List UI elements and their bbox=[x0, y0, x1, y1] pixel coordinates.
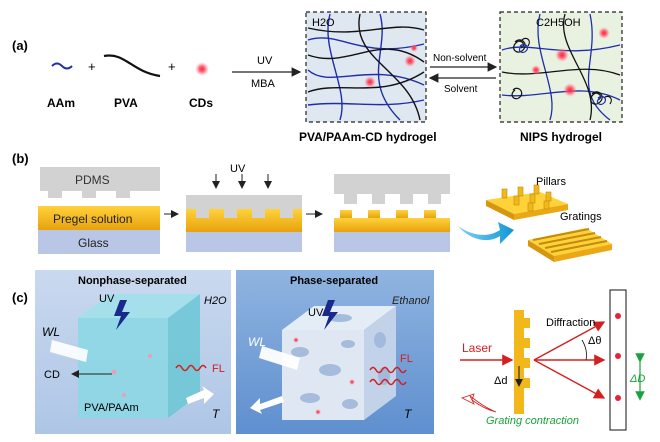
pillars-label: Pillars bbox=[536, 176, 566, 188]
glass-label: Glass bbox=[78, 236, 109, 250]
delta-D-label: ΔD bbox=[629, 373, 645, 385]
transfer-arrow bbox=[458, 222, 514, 244]
box1-caption: PVA/PAAm-CD hydrogel bbox=[299, 130, 437, 144]
panel-c-label: (c) bbox=[12, 290, 28, 305]
uv-bolt-icon-right bbox=[322, 300, 338, 330]
delta-d-label: Δd bbox=[494, 375, 507, 387]
uv-bolt-icon-left bbox=[114, 300, 130, 330]
transmission-arrow-right bbox=[250, 396, 284, 414]
reverse-label: Solvent bbox=[444, 84, 478, 95]
diffraction-screen bbox=[609, 289, 627, 431]
gratings-label: Gratings bbox=[560, 211, 602, 223]
delta-theta-arc bbox=[581, 339, 587, 361]
hydrogel-network-box bbox=[305, 11, 427, 123]
fl-wave-left bbox=[175, 364, 207, 372]
fl-wave-right bbox=[369, 366, 407, 386]
pdms-label: PDMS bbox=[75, 173, 110, 187]
box2-solvent-label: C2H5OH bbox=[536, 17, 581, 29]
plus-1: + bbox=[88, 59, 96, 74]
transparent-hydrogel-cube bbox=[78, 294, 200, 418]
right-title: Phase-separated bbox=[290, 275, 378, 287]
nips-network-box bbox=[499, 11, 623, 123]
reaction-bottom-label: MBA bbox=[251, 78, 276, 90]
mold-stage-3 bbox=[334, 174, 450, 252]
box1-solvent-label: H2O bbox=[312, 17, 335, 29]
diffraction-label: Diffraction bbox=[546, 317, 595, 329]
grating-contraction-label: Grating contraction bbox=[486, 415, 579, 427]
t-label-right: T bbox=[404, 407, 413, 421]
reaction-top-label: UV bbox=[257, 55, 273, 67]
pillars-structure bbox=[486, 184, 568, 220]
cd-dot-icon bbox=[195, 62, 209, 76]
t-label-left: T bbox=[212, 407, 221, 421]
white-light-beam-left bbox=[50, 340, 88, 362]
box2-caption: NIPS hydrogel bbox=[520, 130, 602, 144]
reagent-aam: AAm bbox=[47, 96, 75, 110]
panel-a-label: (a) bbox=[12, 38, 28, 53]
left-solvent: H2O bbox=[204, 295, 227, 307]
white-light-beam-right bbox=[259, 346, 300, 370]
left-title: Nonphase-separated bbox=[78, 275, 187, 287]
cd-label: CD bbox=[44, 369, 60, 381]
reagent-pva: PVA bbox=[114, 96, 138, 110]
fl-label-left: FL bbox=[212, 363, 225, 375]
right-solvent: Ethanol bbox=[392, 295, 430, 307]
panel-b-label: (b) bbox=[12, 151, 29, 166]
pregel-label: Pregel solution bbox=[53, 212, 132, 226]
mold-stage-1 bbox=[38, 167, 160, 254]
wl-label-left: WL bbox=[42, 325, 60, 339]
grating-element bbox=[514, 310, 530, 414]
pva-chain-icon bbox=[103, 54, 161, 78]
material-label: PVA/PAAm bbox=[84, 402, 139, 414]
uv-label-left: UV bbox=[99, 293, 115, 305]
delta-theta-label: Δθ bbox=[588, 335, 601, 347]
reagent-cds: CDs bbox=[189, 96, 213, 110]
diffraction-rays bbox=[533, 321, 606, 399]
plus-2: + bbox=[168, 59, 176, 74]
gratings-structure bbox=[528, 228, 612, 262]
uv-label-right: UV bbox=[308, 307, 324, 319]
mold-stage-2 bbox=[186, 174, 302, 252]
forward-label: Non-solvent bbox=[433, 53, 487, 64]
uv-label-b: UV bbox=[230, 163, 246, 175]
wl-label-right: WL bbox=[248, 335, 266, 349]
laser-label: Laser bbox=[462, 341, 492, 355]
contraction-arrow bbox=[460, 393, 497, 413]
phase-separated-cube bbox=[282, 306, 396, 420]
fl-label-right: FL bbox=[400, 353, 413, 365]
aam-molecule-icon bbox=[51, 62, 73, 70]
transmission-arrow-left bbox=[186, 386, 214, 404]
